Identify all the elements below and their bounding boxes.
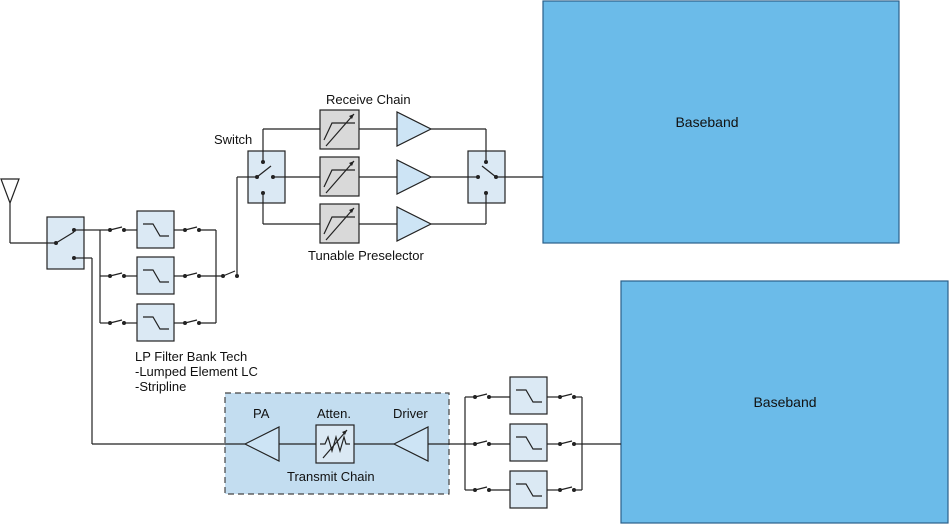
lna-1-icon bbox=[396, 111, 433, 147]
transmit-chain-label: Transmit Chain bbox=[287, 469, 375, 484]
baseband-top-label: Baseband bbox=[675, 114, 738, 130]
tunable-filter-1-icon bbox=[319, 109, 360, 150]
lp-filter-item-2: -Stripline bbox=[135, 379, 186, 394]
tunable-preselector-label: Tunable Preselector bbox=[308, 248, 425, 263]
lp-filter-title: LP Filter Bank Tech bbox=[135, 349, 247, 364]
baseband-bottom-label: Baseband bbox=[753, 394, 816, 410]
receive-chain-label: Receive Chain bbox=[326, 92, 411, 107]
lna-3-icon bbox=[396, 206, 433, 242]
atten-label: Atten. bbox=[317, 406, 351, 421]
tunable-filter-2-icon bbox=[319, 156, 360, 197]
lna-2-icon bbox=[396, 159, 433, 195]
tr-switch-icon bbox=[46, 216, 85, 270]
pa-label: PA bbox=[253, 406, 270, 421]
switch-label: Switch bbox=[214, 132, 252, 147]
variable-attenuator-icon bbox=[315, 424, 355, 464]
baseband-top-block bbox=[542, 0, 900, 244]
rx-input-switch-icon bbox=[247, 150, 286, 204]
rx-lp-filter-bank bbox=[100, 176, 248, 342]
driver-label: Driver bbox=[393, 406, 428, 421]
antenna-icon bbox=[0, 178, 47, 244]
baseband-bottom-block bbox=[620, 280, 949, 524]
tunable-filter-3-icon bbox=[319, 203, 360, 244]
tx-lp-filter-bank bbox=[464, 376, 621, 509]
lp-filter-item-1: -Lumped Element LC bbox=[135, 364, 258, 379]
rx-output-switch-icon bbox=[467, 150, 506, 204]
